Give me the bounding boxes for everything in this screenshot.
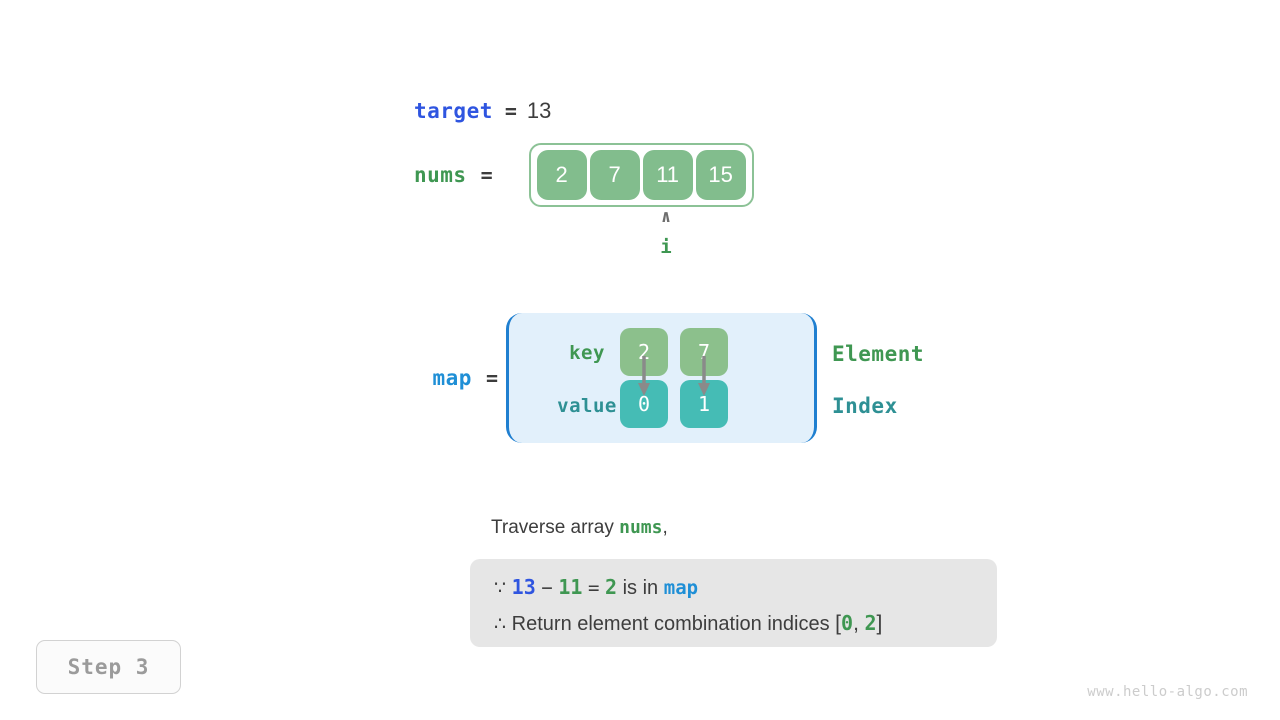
map-key-cell: 2 (620, 328, 668, 376)
nums-array-container: 2 7 11 15 (528, 143, 754, 207)
target-value: 13 (526, 98, 552, 123)
map-value-cell: 1 (680, 380, 728, 428)
explanation-line-1: ∵ 13 − 11 = 2 is in map (494, 569, 973, 605)
watermark: www.hello-algo.com (1087, 684, 1248, 700)
close-bracket: ] (876, 612, 883, 635)
map-variable-row: map = key value 2 7 0 1 (414, 313, 817, 443)
result-index-2: 2 (864, 611, 877, 635)
note-current-value: 11 (558, 575, 583, 599)
map-value-cell: 0 (620, 380, 668, 428)
map-equals-sign: = (485, 366, 498, 390)
target-variable-row: target = 13 (414, 95, 551, 127)
open-bracket: [ (835, 612, 842, 635)
note-is-in-text: is in (622, 577, 659, 599)
note-complement-value: 2 (605, 575, 618, 599)
minus-operator: − (541, 577, 553, 599)
map-key-row-label: key (569, 342, 605, 364)
description-suffix: , (662, 517, 668, 538)
nums-equals-sign: = (480, 163, 493, 187)
note-map-keyword: map (663, 577, 699, 599)
map-side-labels: Element Index (832, 313, 972, 443)
map-index-label: Index (832, 394, 898, 418)
map-label-wrapper: map = (414, 366, 506, 390)
explanation-line-2: ∴ Return element combination indices [0,… (494, 605, 973, 641)
map-value-row-label: value (557, 395, 617, 417)
index-pointer-group: ∧ i (640, 207, 692, 258)
therefore-symbol: ∴ (494, 613, 507, 635)
explanation-box: ∵ 13 − 11 = 2 is in map ∴ Return element… (470, 559, 997, 647)
description-prefix: Traverse array (491, 517, 620, 538)
step-badge: Step 3 (36, 640, 181, 694)
description-keyword-nums: nums (619, 517, 663, 538)
because-symbol: ∵ (494, 577, 507, 599)
caret-up-icon: ∧ (660, 207, 672, 227)
array-cell: 15 (695, 150, 746, 200)
map-key-cell: 7 (680, 328, 728, 376)
equals-operator: = (587, 577, 600, 599)
array-cell: 7 (589, 150, 640, 200)
map-container: key value 2 7 0 1 (506, 313, 817, 443)
array-cell: 11 (642, 150, 693, 200)
note-target-value: 13 (511, 575, 536, 599)
nums-variable-row: nums = 2 7 11 15 (414, 143, 754, 207)
note-return-text: Return element combination indices (511, 613, 830, 635)
target-equals-sign: = (504, 99, 517, 123)
description-line: Traverse array nums, (491, 517, 668, 539)
target-label: target (414, 99, 493, 123)
result-index-1: 0 (841, 611, 854, 635)
nums-label: nums (414, 163, 467, 187)
comma-separator: , (853, 612, 859, 635)
map-label: map (432, 366, 472, 390)
map-element-label: Element (832, 342, 925, 366)
pointer-label-i: i (660, 236, 672, 258)
array-cell: 2 (536, 150, 587, 200)
